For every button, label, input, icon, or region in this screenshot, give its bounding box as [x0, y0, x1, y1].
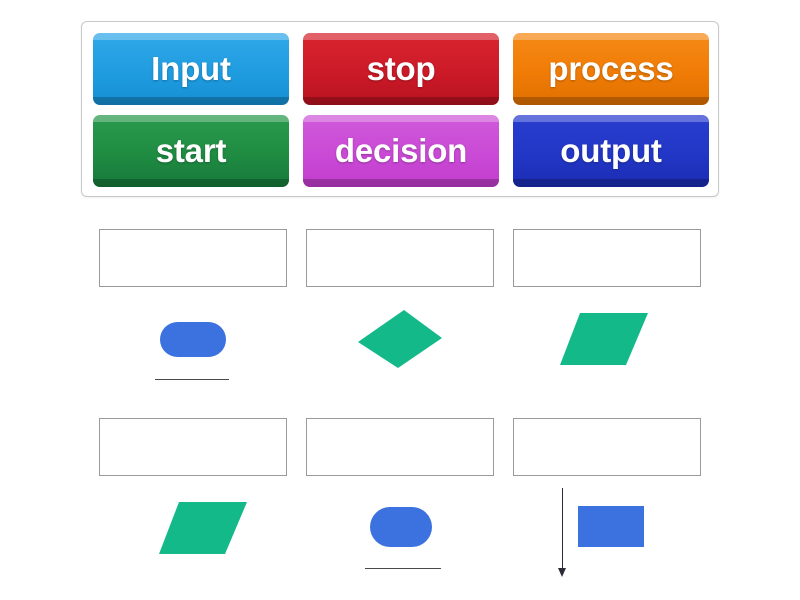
drop-zone-5[interactable]: [306, 418, 494, 476]
word-tile-label: start: [155, 132, 227, 169]
data-io-shape-2: [157, 500, 249, 556]
word-tile-decision[interactable]: decision: [303, 115, 499, 187]
underline-2: [365, 568, 441, 569]
word-tile-label: stop: [366, 50, 436, 87]
word-bank-panel: Input stop process start decision output: [81, 21, 719, 197]
drop-zone-4[interactable]: [99, 418, 287, 476]
word-tile-grid: Input stop process start decision output: [93, 33, 709, 187]
word-tile-stop[interactable]: stop: [303, 33, 499, 105]
drop-zone-3[interactable]: [513, 229, 701, 287]
data-io-shape-1: [558, 311, 650, 367]
word-tile-input[interactable]: Input: [93, 33, 289, 105]
word-tile-label: process: [548, 50, 674, 87]
flow-connector-line: [562, 488, 563, 571]
word-tile-start[interactable]: start: [93, 115, 289, 187]
drop-zone-6[interactable]: [513, 418, 701, 476]
word-tile-output[interactable]: output: [513, 115, 709, 187]
terminator-shape-1: [160, 322, 226, 357]
word-tile-process[interactable]: process: [513, 33, 709, 105]
word-tile-label: Input: [151, 50, 231, 87]
underline-1: [155, 379, 229, 380]
drop-zone-2[interactable]: [306, 229, 494, 287]
drop-zone-1[interactable]: [99, 229, 287, 287]
terminator-shape-2: [370, 507, 432, 547]
arrow-head-icon: [558, 568, 566, 577]
decision-shape-1: [356, 308, 444, 370]
word-tile-label: decision: [334, 132, 468, 169]
word-tile-label: output: [560, 132, 662, 169]
process-shape-1: [578, 506, 644, 547]
